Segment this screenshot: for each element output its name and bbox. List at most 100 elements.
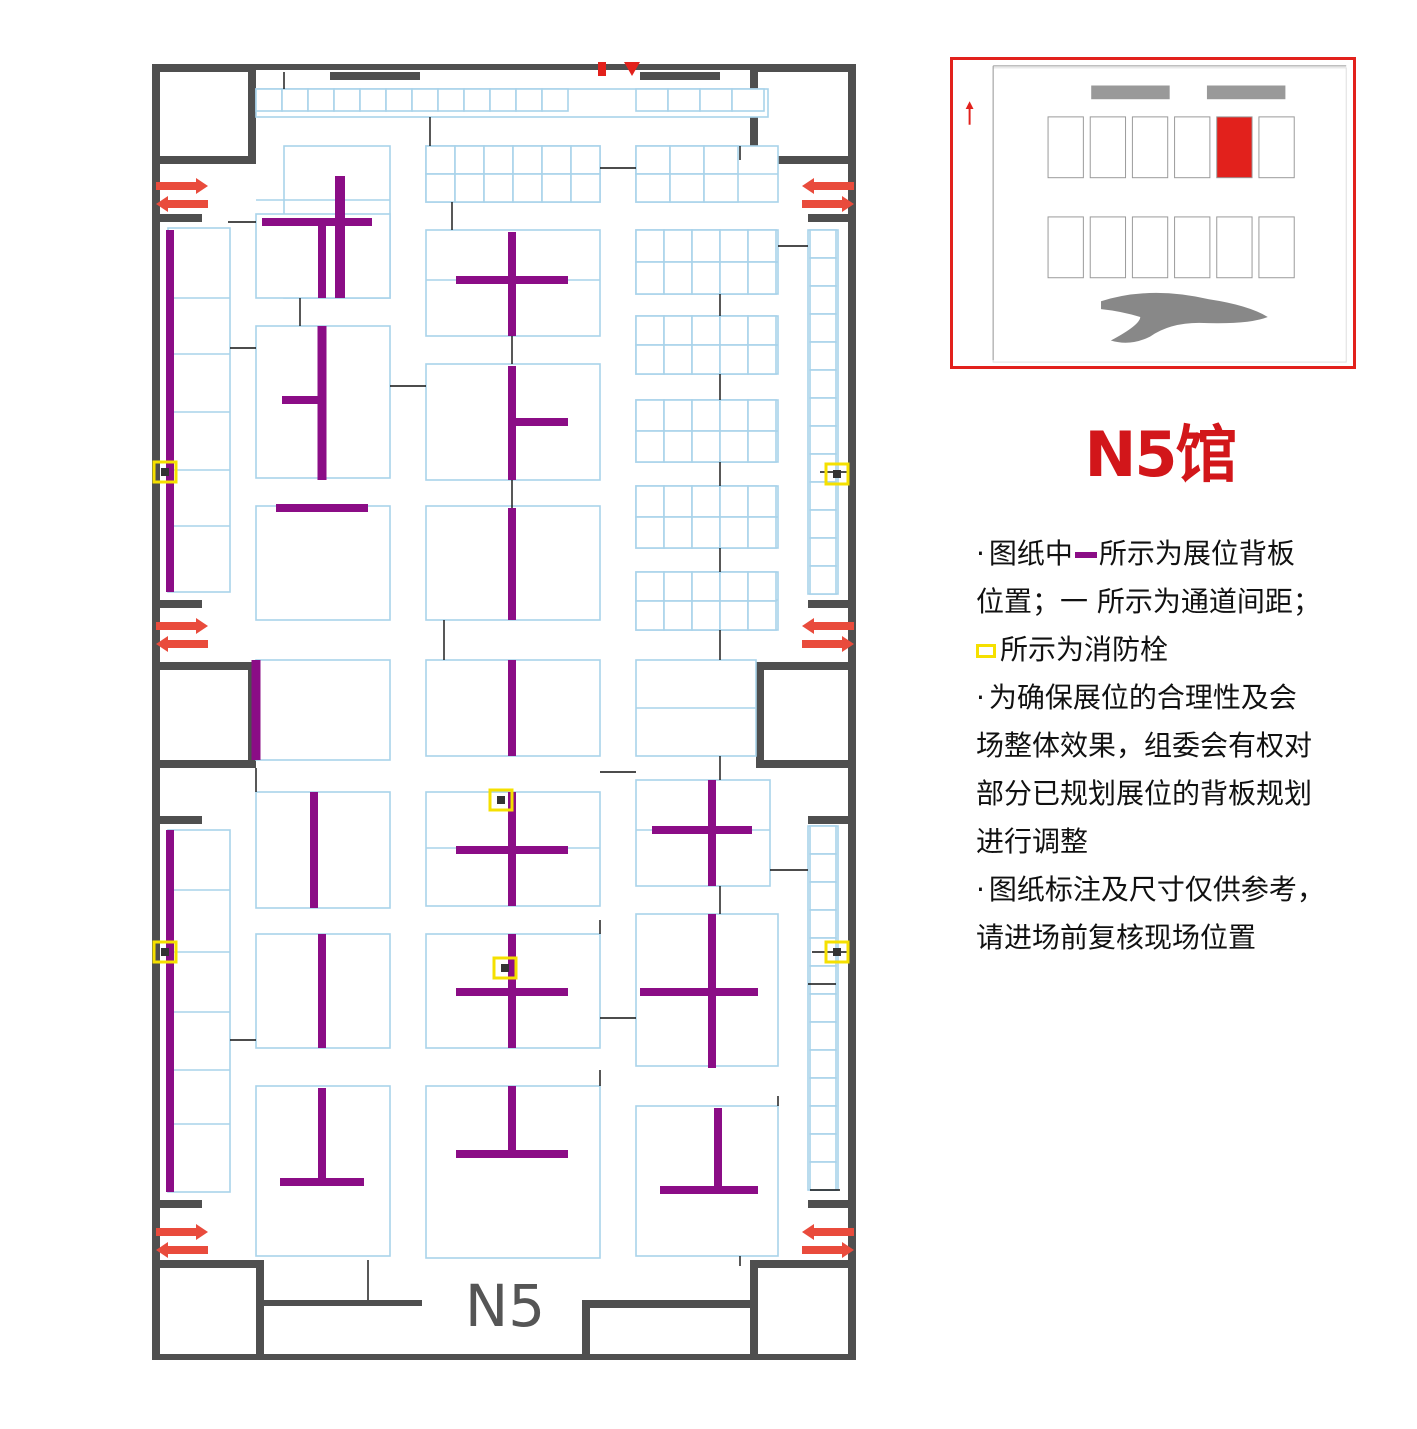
fire-hydrant-icon (833, 948, 841, 956)
small-booth (515, 88, 543, 112)
parking-block (1091, 85, 1170, 100)
small-booth (809, 537, 837, 567)
small-booth (703, 173, 739, 203)
wall (262, 1300, 422, 1306)
small-booth (635, 88, 669, 112)
small-booth (541, 88, 569, 112)
exit-arrow (802, 618, 854, 652)
small-booth (663, 571, 693, 602)
hall-block (1089, 116, 1127, 179)
hall-title: N5馆 (1084, 418, 1237, 491)
small-booth (809, 1049, 837, 1079)
small-booth (635, 430, 665, 463)
small-booth (747, 344, 777, 375)
small-booth (635, 600, 665, 631)
fire-hydrant-icon (161, 948, 169, 956)
small-booth-layer (255, 88, 837, 1191)
small-booth (747, 600, 777, 631)
small-booth (635, 315, 665, 346)
small-booth (809, 369, 837, 399)
arrow-icon (156, 636, 208, 652)
small-booth (483, 173, 514, 203)
wall (152, 64, 160, 164)
small-booth (691, 315, 721, 346)
small-booth (747, 571, 777, 602)
small-booth (691, 600, 721, 631)
small-booth (809, 853, 837, 883)
small-booth (663, 430, 693, 463)
hall-block (1216, 216, 1253, 279)
small-booth (691, 430, 721, 463)
small-booth (691, 485, 721, 518)
small-booth (359, 88, 387, 112)
small-booth (747, 430, 777, 463)
entrance-mark (598, 62, 606, 76)
hall-block (1258, 116, 1295, 179)
small-booth (719, 516, 749, 549)
wall (750, 1260, 854, 1268)
small-booth (663, 344, 693, 375)
exit-arrow (156, 1224, 208, 1258)
legend-line-1: ·图纸中所示为展位背板 (976, 537, 1295, 570)
wall (750, 1260, 758, 1360)
hall-block (1258, 216, 1295, 279)
fire-hydrant-marker (492, 956, 518, 980)
wall (756, 662, 764, 768)
small-booth (635, 229, 665, 263)
fire-hydrant-marker (152, 460, 178, 484)
wall (152, 64, 856, 70)
small-booth (809, 1021, 837, 1051)
small-booth (719, 229, 749, 263)
small-booth (809, 965, 837, 995)
small-booth (454, 145, 485, 175)
small-booth (809, 313, 837, 343)
wall (330, 72, 420, 80)
small-booth (699, 88, 733, 112)
legend-line-6: 部分已规划展位的背板规划 (976, 777, 1313, 810)
small-booth (747, 399, 777, 432)
small-booth (809, 257, 837, 287)
small-booth (719, 485, 749, 518)
small-booth (385, 88, 413, 112)
small-booth (719, 571, 749, 602)
small-booth (809, 509, 837, 539)
wall (848, 64, 856, 1360)
small-booth (809, 909, 837, 939)
small-booth (570, 173, 601, 203)
booth (255, 659, 391, 761)
wall (848, 816, 854, 1208)
small-booth (669, 173, 705, 203)
wall (152, 1200, 202, 1208)
wall (152, 214, 158, 608)
small-booth (809, 341, 837, 371)
small-booth (635, 399, 665, 432)
wall (152, 662, 252, 670)
wall (756, 662, 856, 670)
exit-arrow (802, 1224, 854, 1258)
small-booth (809, 397, 837, 427)
booth (167, 227, 231, 593)
wall (808, 600, 854, 608)
hall-block (1089, 216, 1127, 279)
small-booth (333, 88, 361, 112)
small-booth (437, 88, 465, 112)
exit-arrow (156, 178, 208, 212)
hall-block (1131, 116, 1169, 179)
wall (248, 64, 256, 164)
floor-plan-label: N5 (465, 1272, 545, 1340)
hall-block (1131, 216, 1169, 279)
small-booth (541, 145, 572, 175)
small-booth (669, 145, 705, 175)
small-booth (809, 1077, 837, 1107)
small-booth (719, 261, 749, 295)
legend-line-7: 进行调整 (976, 825, 1089, 858)
hall-block (1047, 216, 1084, 279)
wall (152, 1260, 160, 1360)
small-booth (281, 88, 309, 112)
inset-map-drawing (965, 65, 1347, 363)
fire-hydrant-icon (501, 964, 509, 972)
hall-block (1174, 116, 1211, 179)
backboard-layer (166, 176, 758, 1194)
location-inset-map (950, 57, 1356, 369)
